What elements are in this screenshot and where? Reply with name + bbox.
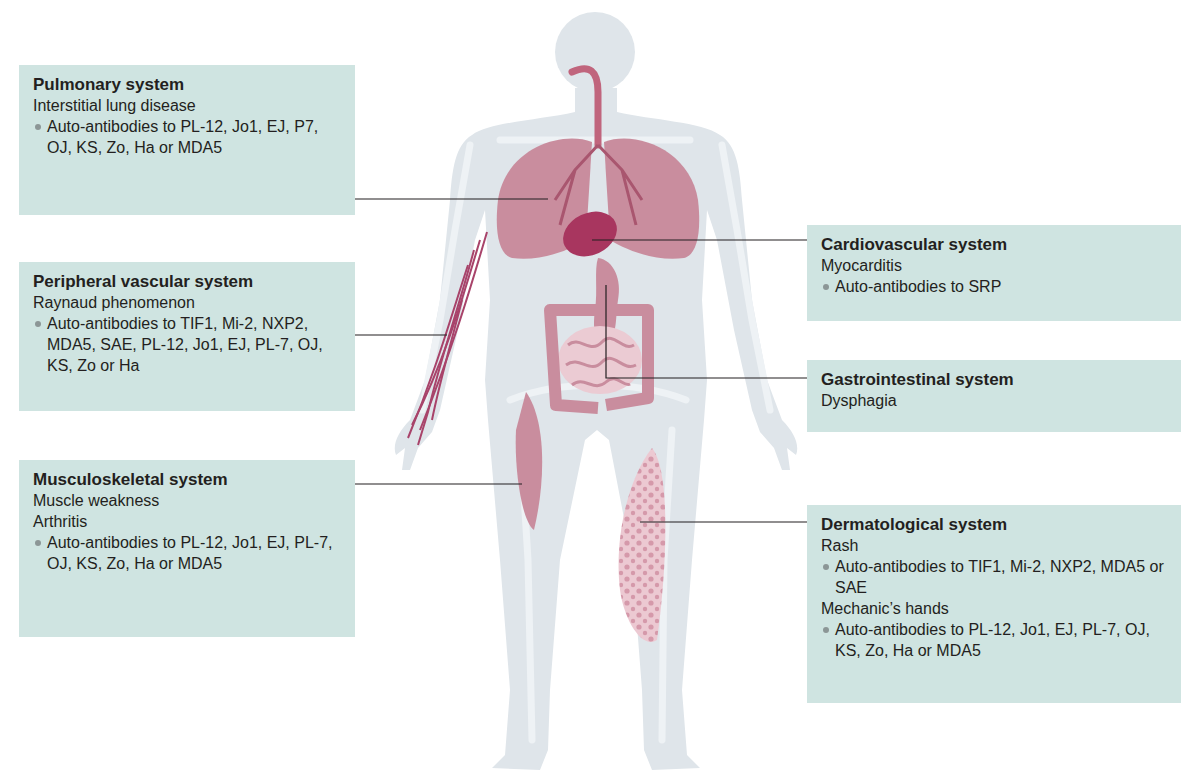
leader-line bbox=[354, 198, 548, 199]
condition-text: Mechanic’s hands bbox=[821, 598, 1169, 619]
leader-line bbox=[606, 285, 807, 378]
condition-text: Rash bbox=[821, 535, 1169, 556]
antibody-bullet: Auto-antibodies to TIF1, Mi-2, NXP2, MDA… bbox=[33, 313, 343, 376]
condition-text: Raynaud phenomenon bbox=[33, 292, 343, 313]
antibody-bullet: Auto-antibodies to PL-12, Jo1, EJ, PL-7,… bbox=[821, 619, 1169, 661]
vessel bbox=[418, 250, 474, 445]
arm-vessels bbox=[408, 232, 487, 445]
antibody-bullet: Auto-antibodies to SRP bbox=[821, 276, 1169, 297]
small-intestine bbox=[558, 326, 642, 394]
condition-text: Interstitial lung disease bbox=[33, 95, 343, 116]
system-callout-box: Dermatological systemRashAuto-antibodies… bbox=[807, 505, 1181, 703]
system-heading: Pulmonary system bbox=[33, 74, 343, 95]
system-callout-box: Gastrointestinal systemDysphagia bbox=[807, 360, 1181, 432]
leader-line bbox=[354, 483, 522, 484]
bullet-dot bbox=[35, 540, 41, 546]
arm-bone bbox=[722, 145, 770, 410]
system-heading: Musculoskeletal system bbox=[33, 469, 343, 490]
bullet-dot bbox=[35, 124, 41, 130]
large-intestine bbox=[550, 310, 648, 408]
antibody-bullet: Auto-antibodies to PL-12, Jo1, EJ, PL-7,… bbox=[33, 532, 343, 574]
vessel bbox=[408, 265, 468, 438]
skeleton-bones bbox=[422, 140, 770, 740]
condition-text: Arthritis bbox=[33, 511, 343, 532]
antibody-bullet: Auto-antibodies to PL-12, Jo1, EJ, P7, O… bbox=[33, 116, 343, 158]
system-heading: Peripheral vascular system bbox=[33, 271, 343, 292]
system-callout-box: Pulmonary systemInterstitial lung diseas… bbox=[19, 65, 355, 215]
bullet-dot bbox=[823, 564, 829, 570]
thigh-muscle bbox=[516, 392, 542, 530]
system-heading: Cardiovascular system bbox=[821, 234, 1169, 255]
leg-bone bbox=[662, 430, 672, 740]
bullet-dot bbox=[823, 284, 829, 290]
leader-lines bbox=[354, 199, 807, 522]
arm-bone bbox=[422, 145, 470, 410]
leader-line bbox=[592, 239, 807, 240]
system-callout-box: Peripheral vascular systemRaynaud phenom… bbox=[19, 262, 355, 411]
body-silhouette bbox=[395, 88, 797, 770]
system-callout-box: Cardiovascular systemMyocarditisAuto-ant… bbox=[807, 225, 1181, 321]
condition-text: Muscle weakness bbox=[33, 490, 343, 511]
skin-rash-patch bbox=[619, 448, 666, 642]
system-callout-box: Musculoskeletal systemMuscle weaknessArt… bbox=[19, 460, 355, 637]
leader-line bbox=[354, 334, 447, 335]
vessel bbox=[432, 300, 462, 420]
leader-line bbox=[640, 521, 807, 522]
heart bbox=[556, 203, 625, 265]
bullet-dot bbox=[823, 627, 829, 633]
trachea bbox=[572, 69, 598, 145]
condition-text: Dysphagia bbox=[821, 390, 1169, 411]
right-lung bbox=[604, 139, 699, 259]
antibody-bullet: Auto-antibodies to TIF1, Mi-2, NXP2, MDA… bbox=[821, 556, 1169, 598]
condition-text: Myocarditis bbox=[821, 255, 1169, 276]
system-heading: Gastrointestinal system bbox=[821, 369, 1169, 390]
bullet-dot bbox=[35, 321, 41, 327]
system-heading: Dermatological system bbox=[821, 514, 1169, 535]
